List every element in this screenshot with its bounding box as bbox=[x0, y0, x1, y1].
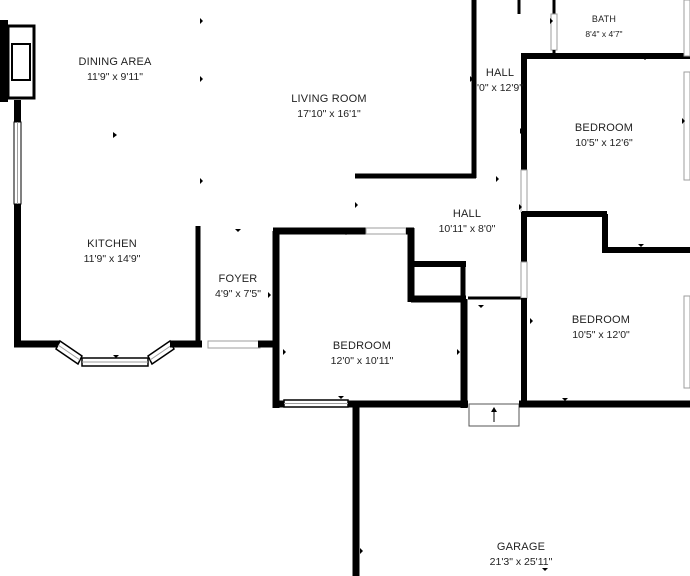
room-dimensions: 21'3" x 25'11" bbox=[489, 556, 553, 568]
room-label-kitchen: KITCHEN 11'9" x 14'9" bbox=[84, 237, 141, 267]
room-label-living-room: LIVING ROOM 17'10" x 16'1" bbox=[291, 92, 367, 122]
room-dimensions: 10'11" x 8'0" bbox=[438, 223, 496, 235]
fireplace-icon bbox=[0, 20, 36, 102]
bedroom-center-walls bbox=[272, 227, 468, 408]
room-label-hall-lower: HALL 10'11" x 8'0" bbox=[439, 207, 496, 237]
kitchen-bay-window bbox=[14, 339, 202, 367]
room-dimensions: 12'0" x 10'11" bbox=[330, 355, 394, 367]
room-dimensions: 8'4" x 4'7" bbox=[585, 29, 623, 39]
room-dimensions: 11'9" x 9'11" bbox=[86, 71, 144, 83]
garage-walls bbox=[352, 400, 690, 576]
room-dimensions: 11'9" x 14'9" bbox=[83, 253, 141, 265]
room-label-dining-area: DINING AREA 11'9" x 9'11" bbox=[78, 55, 151, 85]
room-label-bedroom-center: BEDROOM 12'0" x 10'11" bbox=[331, 339, 394, 369]
left-exterior-wall bbox=[13, 100, 22, 347]
room-name: FOYER bbox=[218, 273, 258, 285]
room-name: LIVING ROOM bbox=[291, 93, 367, 105]
room-label-bath: BATH 8'4" x 4'7" bbox=[585, 12, 622, 42]
foyer-entry bbox=[207, 340, 276, 349]
garage-stair bbox=[468, 296, 522, 427]
room-label-bedroom-lower-right: BEDROOM 10'5" x 12'0" bbox=[572, 313, 630, 343]
room-name: HALL bbox=[485, 67, 515, 79]
room-label-bedroom-upper-right: BEDROOM 10'5" x 12'6" bbox=[575, 121, 633, 151]
room-name: KITCHEN bbox=[87, 238, 137, 250]
right-wing-walls bbox=[517, 0, 690, 404]
room-dimensions: 10'5" x 12'0" bbox=[572, 329, 630, 341]
room-dimensions: 4'9" x 7'5" bbox=[215, 288, 261, 300]
room-name: BEDROOM bbox=[332, 340, 392, 352]
room-name: BEDROOM bbox=[574, 122, 634, 134]
room-dimensions: 10'5" x 12'6" bbox=[575, 137, 633, 149]
room-name: BATH bbox=[591, 14, 617, 24]
room-name: HALL bbox=[452, 208, 482, 220]
room-label-hall-upper: HALL '0" x 12'9" bbox=[477, 66, 523, 96]
room-label-foyer: FOYER 4'9" x 7'5" bbox=[215, 272, 261, 302]
room-dimensions: '0" x 12'9" bbox=[477, 82, 523, 94]
room-name: DINING AREA bbox=[78, 56, 152, 68]
door-markers bbox=[113, 18, 685, 571]
room-label-garage: GARAGE 21'3" x 25'11" bbox=[490, 540, 553, 570]
room-name: GARAGE bbox=[496, 541, 546, 553]
room-dimensions: 17'10" x 16'1" bbox=[297, 108, 361, 120]
room-name: BEDROOM bbox=[571, 314, 631, 326]
living-room-walls bbox=[355, 0, 477, 179]
